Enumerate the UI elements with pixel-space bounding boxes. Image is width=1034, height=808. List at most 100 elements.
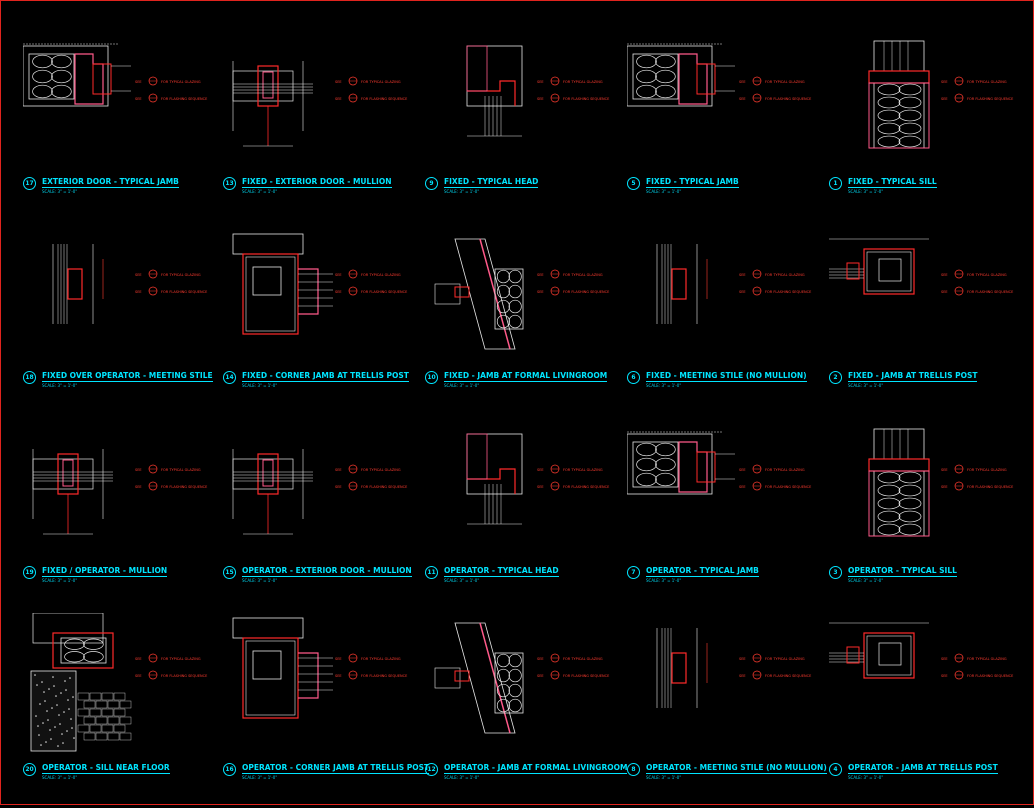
detail-title: FIXED - CORNER JAMB AT TRELLIS POST xyxy=(242,371,409,382)
detail-scale: SCALE: 3" = 1'-0" xyxy=(848,775,884,780)
detail-title: OPERATOR - TYPICAL JAMB xyxy=(646,566,759,577)
note-see-label: SEE xyxy=(335,273,342,277)
note-flashing: FOR FLASHING SEQUENCE xyxy=(967,674,1013,678)
note-see-label: SEE xyxy=(941,290,948,294)
detail-scale: SCALE: 3" = 1'-0" xyxy=(42,578,78,583)
note-see-label: SEE xyxy=(739,485,746,489)
detail-number-bubble: 18 xyxy=(23,371,36,384)
detail-title: FIXED - JAMB AT FORMAL LIVINGROOM xyxy=(444,371,608,382)
note-see-label: SEE xyxy=(135,97,142,101)
note-see-label: SEE xyxy=(135,485,142,489)
detail-number-bubble: 7 xyxy=(627,566,640,579)
detail-number-bubble: 8 xyxy=(627,763,640,776)
detail-scale: SCALE: 3" = 1'-0" xyxy=(242,189,278,194)
note-flashing: FOR FLASHING SEQUENCE xyxy=(967,97,1013,101)
detail-scale: SCALE: 3" = 1'-0" xyxy=(444,189,480,194)
note-flashing: FOR FLASHING SEQUENCE xyxy=(161,97,207,101)
note-see-label: SEE xyxy=(335,80,342,84)
detail-title: OPERATOR - EXTERIOR DOOR - MULLION xyxy=(242,566,412,577)
note-glazing: FOR TYPICAL GLAZING xyxy=(361,657,401,661)
detail-scale: SCALE: 3" = 1'-0" xyxy=(444,775,480,780)
note-see-label: SEE xyxy=(739,80,746,84)
note-flashing: FOR FLASHING SEQUENCE xyxy=(563,485,609,489)
note-flashing: FOR FLASHING SEQUENCE xyxy=(765,674,811,678)
detail-number-bubble: 13 xyxy=(223,177,236,190)
detail-scale: SCALE: 3" = 1'-0" xyxy=(848,189,884,194)
detail-number-bubble: 3 xyxy=(829,566,842,579)
note-see-label: SEE xyxy=(739,97,746,101)
note-see-label: SEE xyxy=(335,674,342,678)
detail-title: FIXED - MEETING STILE (NO MULLION) xyxy=(646,371,807,382)
note-see-label: SEE xyxy=(537,80,544,84)
note-glazing: FOR TYPICAL GLAZING xyxy=(361,468,401,472)
detail-drawing: SEE FOR TYPICAL GLAZING SEE FOR FLASHING SE… xyxy=(627,43,811,107)
detail-scale: SCALE: 3" = 1'-0" xyxy=(42,775,78,780)
detail-title: FIXED OVER OPERATOR - MEETING STILE xyxy=(42,371,213,382)
note-flashing: FOR FLASHING SEQUENCE xyxy=(765,97,811,101)
detail-title: FIXED - TYPICAL HEAD xyxy=(444,177,539,188)
detail-scale: SCALE: 3" = 1'-0" xyxy=(646,775,682,780)
note-flashing: FOR FLASHING SEQUENCE xyxy=(563,97,609,101)
detail-title: OPERATOR - TYPICAL HEAD xyxy=(444,566,559,577)
note-see-label: SEE xyxy=(941,657,948,661)
note-flashing: FOR FLASHING SEQUENCE xyxy=(161,485,207,489)
note-see-label: SEE xyxy=(537,97,544,101)
note-see-label: SEE xyxy=(135,657,142,661)
detail-number-bubble: 4 xyxy=(829,763,842,776)
detail-title: EXTERIOR DOOR - TYPICAL JAMB xyxy=(42,177,179,188)
note-see-label: SEE xyxy=(335,657,342,661)
note-see-label: SEE xyxy=(537,657,544,661)
note-glazing: FOR TYPICAL GLAZING xyxy=(967,273,1007,277)
note-flashing: FOR FLASHING SEQUENCE xyxy=(563,290,609,294)
note-glazing: FOR TYPICAL GLAZING xyxy=(765,80,805,84)
note-see-label: SEE xyxy=(335,468,342,472)
note-flashing: FOR FLASHING SEQUENCE xyxy=(161,290,207,294)
detail-scale: SCALE: 3" = 1'-0" xyxy=(646,189,682,194)
note-glazing: FOR TYPICAL GLAZING xyxy=(765,468,805,472)
detail-number-bubble: 2 xyxy=(829,371,842,384)
note-see-label: SEE xyxy=(135,273,142,277)
detail-title: OPERATOR - JAMB AT FORMAL LIVINGROOM xyxy=(444,763,628,774)
detail-title: OPERATOR - JAMB AT TRELLIS POST xyxy=(848,763,998,774)
note-glazing: FOR TYPICAL GLAZING xyxy=(563,657,603,661)
note-see-label: SEE xyxy=(335,485,342,489)
note-see-label: SEE xyxy=(135,674,142,678)
detail-cell: SEE FOR TYPICAL GLAZING SEE FOR FLASHING SE… xyxy=(627,36,827,231)
detail-scale: SCALE: 3" = 1'-0" xyxy=(242,775,278,780)
detail-title: OPERATOR - MEETING STILE (NO MULLION) xyxy=(646,763,827,774)
note-flashing: FOR FLASHING SEQUENCE xyxy=(765,290,811,294)
detail-number-bubble: 14 xyxy=(223,371,236,384)
note-glazing: FOR TYPICAL GLAZING xyxy=(765,657,805,661)
